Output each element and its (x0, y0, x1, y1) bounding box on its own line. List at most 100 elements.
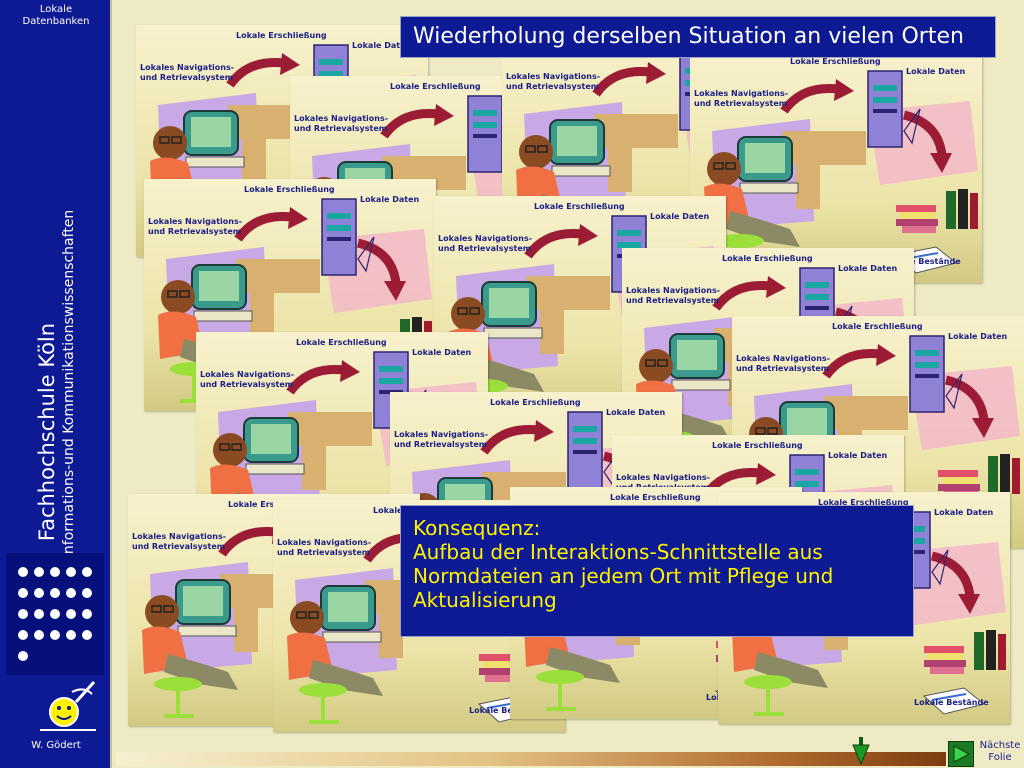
dot (34, 588, 44, 598)
label-local-data: Lokale Daten (360, 195, 420, 204)
dot (82, 567, 92, 577)
consequence-line: Normdateien an jedem Ort mit Pflege und (413, 564, 834, 588)
dot (34, 609, 44, 619)
dot (66, 588, 76, 598)
label-navigation-system: Lokales Navigations-und Retrievalsystem (200, 370, 310, 390)
dot (34, 567, 44, 577)
dot (66, 630, 76, 640)
label-local-data: Lokale Daten (352, 41, 412, 50)
dot (50, 630, 60, 640)
label-local-data: Lokale Daten (948, 332, 1008, 341)
label-local-indexing: Lokale Erschließung (610, 493, 701, 502)
label-local-data: Lokale Daten (606, 408, 666, 417)
label-navigation-system: Lokales Navigations-und Retrievalsystem (694, 89, 804, 109)
dot (18, 651, 28, 661)
nav-line2: und Retrievalsystem (294, 124, 388, 133)
label-navigation-system: Lokales Navigations-und Retrievalsystem (148, 217, 258, 237)
progress-gradient-bar (116, 752, 946, 766)
next-slide-label[interactable]: Nächste Folie (976, 740, 1024, 764)
label-local-holdings: Lokale Bestände (469, 706, 544, 715)
down-arrow-icon[interactable] (852, 737, 870, 766)
dot (82, 630, 92, 640)
nav-line2: und Retrievalsystem (148, 227, 242, 236)
label-navigation-system: Lokales Navigations-und Retrievalsystem (506, 72, 616, 92)
label-navigation-system: Lokales Navigations-und Retrievalsystem (140, 63, 250, 83)
next-slide-button[interactable] (948, 741, 974, 767)
label-navigation-system: Lokales Navigations-und Retrievalsystem (294, 114, 404, 134)
label-local-indexing: Lokale Erschließung (296, 338, 387, 347)
consequence-heading: Konsequenz: (413, 516, 541, 540)
sidebar: Lokale Datenbanken Fachhochschule Köln F… (0, 0, 112, 768)
nav-line1: Lokales Navigations- (200, 370, 295, 379)
label-local-data: Lokale Daten (906, 67, 966, 76)
label-navigation-system: Lokales Navigations-und Retrievalsystem (736, 354, 846, 374)
label-local-indexing: Lokale Erschließung (236, 31, 327, 40)
nav-line1: Lokales Navigations- (506, 72, 601, 81)
nav-line1: Lokales Navigations- (694, 89, 789, 98)
label-navigation-system: Lokales Navigations-und Retrievalsystem (394, 430, 504, 450)
play-icon (953, 745, 971, 763)
dot (18, 630, 28, 640)
smiley-writer-logo-icon (32, 672, 104, 736)
author-name: W. Gödert (31, 740, 81, 751)
label-local-indexing: Lokale Erschließung (490, 398, 581, 407)
nav-line1: Lokales Navigations- (140, 63, 235, 72)
label-navigation-system: Lokales Navigations-und Retrievalsystem (626, 286, 736, 306)
nav-line2: und Retrievalsystem (200, 380, 294, 389)
label-local-indexing: Lokale Erschließung (244, 185, 335, 194)
dot (18, 588, 28, 598)
nav-line1: Lokales Navigations- (132, 532, 227, 541)
nav-line2: und Retrievalsystem (394, 440, 488, 449)
dot (82, 609, 92, 619)
label-local-data: Lokale Daten (934, 508, 994, 517)
label-local-data: Lokale Daten (412, 348, 472, 357)
label-local-holdings: Lokale Bestände (914, 698, 989, 707)
nav-line2: und Retrievalsystem (506, 82, 600, 91)
label-navigation-system: Lokales Navigations-und Retrievalsystem (132, 532, 242, 552)
dot (50, 567, 60, 577)
label-local-data: Lokale Daten (650, 212, 710, 221)
dot (34, 630, 44, 640)
dot (18, 609, 28, 619)
dot (82, 588, 92, 598)
label-local-indexing: Lokale Erschließung (790, 57, 881, 66)
nav-line2: und Retrievalsystem (277, 548, 371, 557)
nav-line1: Lokales Navigations- (736, 354, 831, 363)
nav-line2: und Retrievalsystem (736, 364, 830, 373)
nav-line2: und Retrievalsystem (140, 73, 234, 82)
nav-line1: Lokales Navigations- (294, 114, 389, 123)
nav-line1: Lokales Navigations- (438, 234, 533, 243)
dot (50, 609, 60, 619)
sidebar-course-title: Lokale Datenbanken (0, 4, 112, 28)
nav-line2: und Retrievalsystem (626, 296, 720, 305)
label-local-indexing: Lokale Erschließung (722, 254, 813, 263)
slide-title: Wiederholung derselben Situation an viel… (400, 16, 996, 58)
label-local-indexing: Lokale Erschließung (712, 441, 803, 450)
dot-grid-decoration (6, 553, 104, 675)
nav-line2: und Retrievalsystem (694, 99, 788, 108)
label-local-indexing: Lokale Erschließung (832, 322, 923, 331)
label-local-indexing: Lokale Erschließung (534, 202, 625, 211)
course-title-line2: Datenbanken (22, 16, 90, 27)
consequence-box: Konsequenz: Aufbau der Interaktions-Schn… (400, 505, 914, 637)
nav-line2: und Retrievalsystem (438, 244, 532, 253)
label-local-indexing: Lokale Erschließung (390, 82, 481, 91)
label-local-data: Lokale Daten (838, 264, 898, 273)
label-navigation-system: Lokales Navigations-und Retrievalsystem (438, 234, 548, 254)
next-label-line2: Folie (988, 752, 1012, 763)
nav-line1: Lokales Navigations- (394, 430, 489, 439)
label-local-holdings: Lokale Bestände (886, 257, 961, 266)
nav-line1: Lokales Navigations- (148, 217, 243, 226)
label-local-data: Lokale Daten (828, 451, 888, 460)
nav-line1: Lokales Navigations- (277, 538, 372, 547)
dot (18, 567, 28, 577)
consequence-line: Aufbau der Interaktions-Schnittstelle au… (413, 540, 823, 564)
dot (66, 609, 76, 619)
nav-line2: und Retrievalsystem (132, 542, 226, 551)
label-navigation-system: Lokales Navigations-und Retrievalsystem (277, 538, 387, 558)
consequence-line: Aktualisierung (413, 588, 557, 612)
next-label-line1: Nächste (979, 740, 1021, 751)
nav-line1: Lokales Navigations- (626, 286, 721, 295)
nav-line1: Lokales Navigations- (616, 473, 711, 482)
dot (50, 588, 60, 598)
